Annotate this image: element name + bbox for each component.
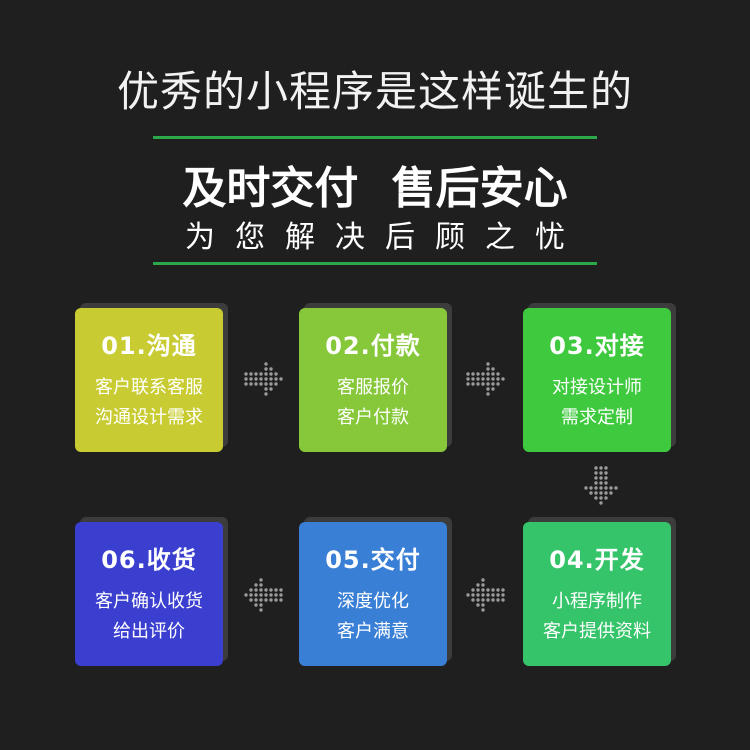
- step-card-05: 05.交付 深度优化 客户满意: [299, 522, 447, 666]
- step-title: 04.开发: [549, 546, 645, 574]
- step-line: 客户提供资料: [543, 621, 651, 642]
- subline: 为您解决后顾之忧: [185, 220, 585, 255]
- step-line: 客服报价: [337, 377, 409, 398]
- dotted-arrow-left-icon: [466, 578, 505, 612]
- step-title: 03.对接: [549, 332, 645, 360]
- step-line: 沟通设计需求: [95, 407, 203, 428]
- step-line: 客户联系客服: [95, 377, 203, 398]
- divider-top: [153, 136, 597, 139]
- step-line: 客户确认收货: [95, 591, 203, 612]
- page-title: 优秀的小程序是这样诞生的: [116, 67, 633, 116]
- step-line: 给出评价: [113, 621, 185, 642]
- step-title: 06.收货: [101, 546, 197, 574]
- step-title: 02.付款: [325, 332, 421, 360]
- step-card-04: 04.开发 小程序制作 客户提供资料: [523, 522, 671, 666]
- dotted-arrow-down-icon: [584, 466, 618, 505]
- step-card-06: 06.收货 客户确认收货 给出评价: [75, 522, 223, 666]
- step-line: 对接设计师: [552, 377, 642, 398]
- step-line: 客户满意: [337, 621, 409, 642]
- headline: 及时交付 售后安心: [182, 163, 568, 214]
- step-title: 01.沟通: [101, 332, 197, 360]
- step-card-03: 03.对接 对接设计师 需求定制: [523, 308, 671, 452]
- step-line: 小程序制作: [552, 591, 642, 612]
- divider-bottom: [153, 262, 597, 265]
- dotted-arrow-left-icon: [244, 578, 283, 612]
- step-card-02: 02.付款 客服报价 客户付款: [299, 308, 447, 452]
- dotted-arrow-right-icon: [244, 362, 283, 396]
- step-line: 客户付款: [337, 407, 409, 428]
- step-line: 深度优化: [337, 591, 409, 612]
- dotted-arrow-right-icon: [466, 362, 505, 396]
- step-title: 05.交付: [325, 546, 421, 574]
- step-line: 需求定制: [561, 407, 633, 428]
- step-card-01: 01.沟通 客户联系客服 沟通设计需求: [75, 308, 223, 452]
